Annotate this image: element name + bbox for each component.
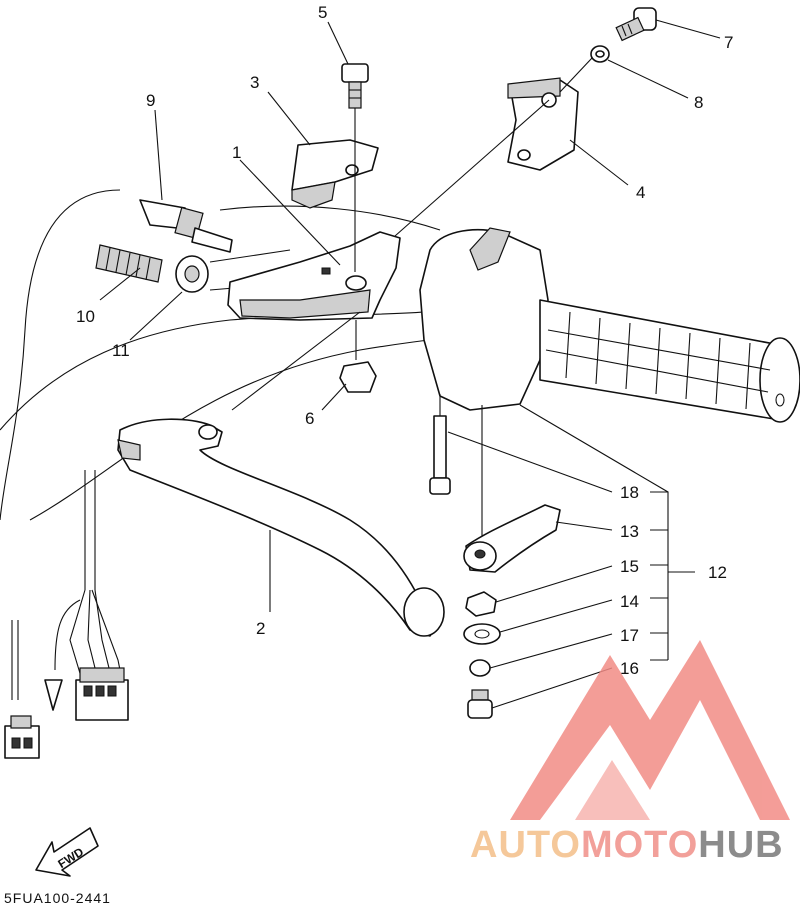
- callout-8: 8: [694, 93, 703, 112]
- watermark-brand-text: AUTOMOTOHUB: [470, 824, 784, 867]
- handlebar-switch-and-grip: [419, 227, 800, 423]
- clutch-lever: [117, 418, 445, 637]
- wire-terminal-cover: [44, 679, 63, 711]
- grip-pattern: [545, 311, 771, 410]
- callout-3: 3: [250, 73, 259, 92]
- switch-harness: [44, 470, 129, 721]
- brand-part-moto: MOTO: [580, 824, 699, 866]
- brand-part-auto: AUTO: [470, 824, 581, 866]
- adjusting-bolt: [95, 244, 163, 283]
- lock-nut: [175, 255, 209, 293]
- callout-12: 12: [708, 563, 727, 582]
- hot-start-washer: [463, 623, 501, 645]
- spring-washer: [469, 659, 491, 677]
- callout-2: 2: [256, 619, 265, 638]
- callout-18: 18: [620, 483, 639, 502]
- lever-holder: [227, 231, 401, 321]
- assembly-bracket: [519, 404, 695, 661]
- forward-direction-arrow: FWD: [35, 827, 99, 877]
- pivot-bolt: [341, 63, 369, 272]
- callout-15: 15: [620, 557, 639, 576]
- leader-lines: [99, 19, 721, 709]
- callout-17: 17: [620, 626, 639, 645]
- hot-start-lever-assembly: [429, 394, 561, 719]
- clutch-switch-wire: [4, 620, 40, 759]
- watermark-logo-triangle: [510, 640, 790, 820]
- clutch-cable-adjuster: [139, 199, 233, 253]
- wire-connector-small: [4, 725, 40, 759]
- clutch-switch: [291, 139, 379, 209]
- hot-start-nut: [465, 591, 497, 617]
- callout-16: 16: [620, 659, 639, 678]
- clamp-screw: [615, 7, 657, 42]
- clamp-washer: [559, 45, 610, 93]
- holder-clamp: [394, 77, 579, 237]
- hot-start-bolt: [433, 415, 447, 479]
- callout-7: 7: [724, 33, 733, 52]
- callout-6: 6: [305, 409, 314, 428]
- callout-9: 9: [146, 91, 155, 110]
- callout-1: 1: [232, 143, 241, 162]
- brand-part-hub: HUB: [698, 824, 784, 866]
- callout-11: 11: [112, 341, 130, 360]
- pivot-nut: [339, 320, 377, 393]
- hot-start-screw: [467, 699, 493, 719]
- callout-numbers: 1 2 3 4 5 6 7 8 9 10 11 12 13 14 15 16 1…: [76, 3, 733, 678]
- callout-14: 14: [620, 592, 639, 611]
- callout-13: 13: [620, 522, 639, 541]
- callout-10: 10: [76, 307, 95, 326]
- callout-5: 5: [318, 3, 327, 22]
- document-code: 5FUA100-2441: [4, 890, 111, 906]
- callout-4: 4: [636, 183, 645, 202]
